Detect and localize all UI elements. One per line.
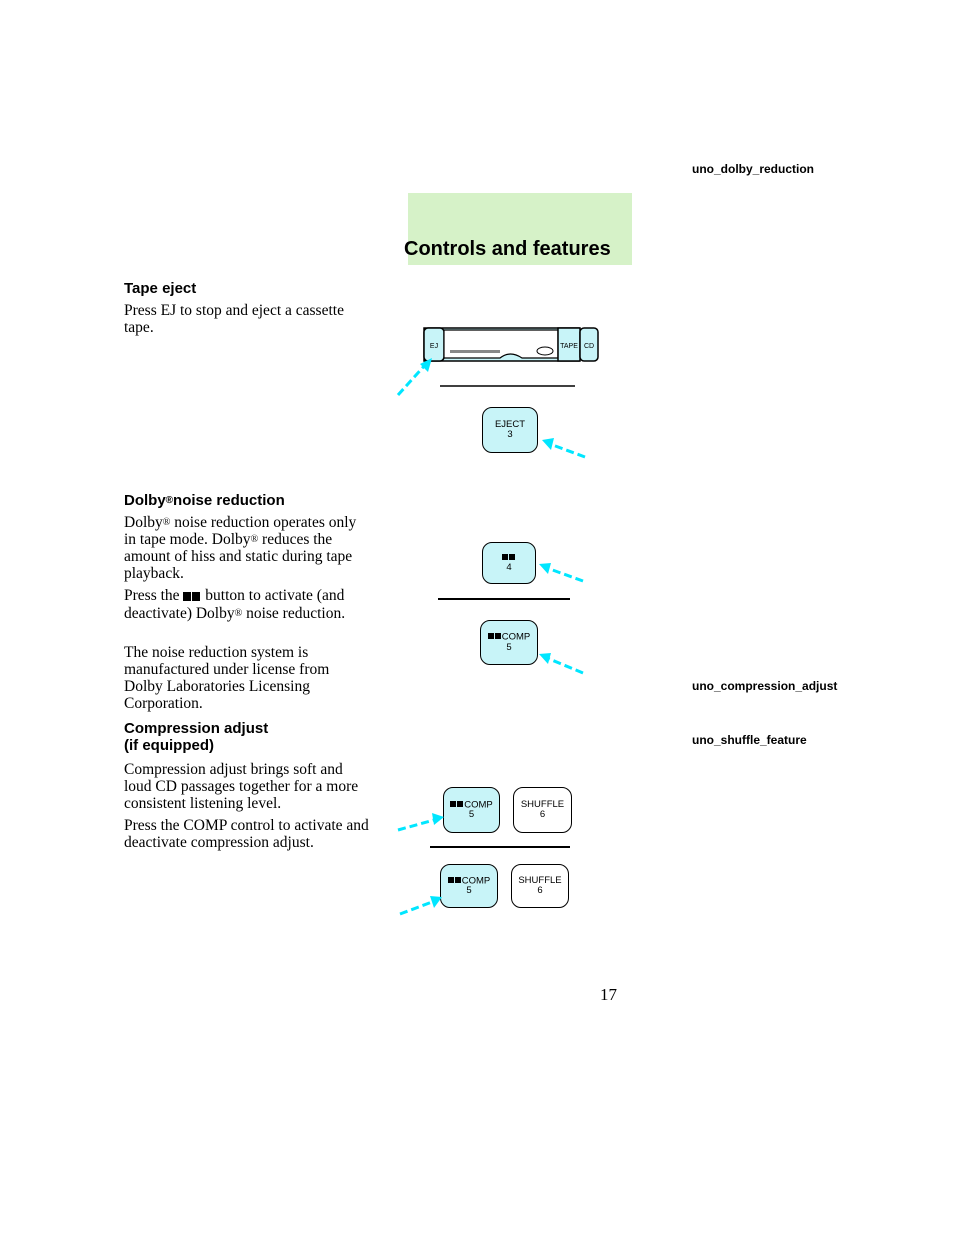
eject-button[interactable]: EJECT 3 [482, 407, 538, 453]
tag-compression: uno_compression_adjust [692, 679, 838, 693]
cassette-ej-label: EJ [430, 343, 438, 350]
dolby-text-2: Press the button to activate (and deacti… [124, 587, 346, 622]
arrow-comp-1 [397, 813, 444, 832]
comp-dolby-icon [487, 632, 502, 642]
arrow-dolby [539, 563, 584, 583]
comp-button-state-1[interactable]: COMP 5 [443, 787, 500, 833]
shuffle-button-state-2[interactable]: SHUFFLE 6 [511, 864, 569, 908]
figure-divider-3 [430, 846, 570, 848]
comp-dolby-icon-1 [450, 800, 464, 810]
comp-button[interactable]: COMP 5 [480, 620, 538, 665]
arrow-eject [542, 438, 586, 459]
dolby-button-icon [502, 553, 516, 563]
tag-dolby: uno_dolby_reduction [692, 162, 815, 176]
page-title: Controls and features [404, 238, 611, 260]
dolby-text-3: The noise reduction system is manufactur… [124, 644, 330, 712]
arrow-ej [396, 362, 428, 397]
header-band [408, 193, 632, 265]
dolby-icon [183, 588, 201, 605]
comp-dolby-icon-2 [447, 876, 462, 886]
comp-button-state-2[interactable]: COMP 5 [440, 864, 498, 908]
arrow-comp-2 [399, 896, 442, 916]
dolby-button[interactable]: 4 [482, 542, 536, 584]
dolby-text-1: Dolby® noise reduction operates only in … [124, 514, 357, 582]
cassette-cd-label: CD [584, 343, 594, 350]
tape-eject-text: Press EJ to stop and eject a cassette ta… [124, 302, 344, 336]
arrow-comp [539, 653, 584, 675]
compression-text-1: Compression adjust brings soft and loud … [124, 761, 359, 812]
figure-divider-2 [438, 598, 570, 600]
compression-heading: Compression adjust (if equipped) [124, 720, 269, 754]
dolby-heading: Dolby®noise reduction [124, 492, 285, 509]
cassette-illustration: EJ TAPE CD [396, 327, 599, 397]
cassette-tape-label: TAPE [560, 343, 578, 350]
shuffle-button-state-1[interactable]: SHUFFLE 6 [513, 787, 572, 833]
arrowhead-ej [420, 358, 432, 372]
tape-eject-heading: Tape eject [124, 280, 197, 297]
page-number: 17 [600, 985, 617, 1004]
tag-shuffle: uno_shuffle_feature [692, 733, 807, 747]
compression-text-2: Press the COMP control to activate and d… [124, 817, 369, 851]
